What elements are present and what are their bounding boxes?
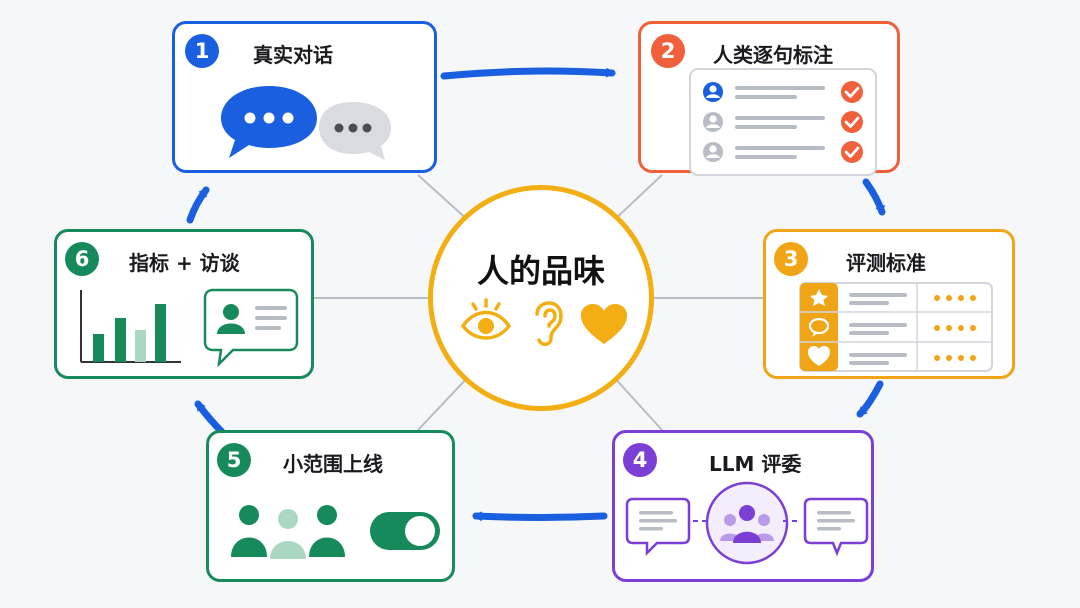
bar-chart-icon bbox=[80, 290, 181, 363]
arrow-2-to-3 bbox=[862, 178, 886, 216]
flow-arrows bbox=[186, 67, 886, 522]
arrow-3-to-4 bbox=[856, 380, 884, 418]
arrow-6-to-1 bbox=[186, 186, 210, 224]
message-icon bbox=[625, 497, 691, 557]
ear-icon bbox=[535, 301, 563, 346]
step-number-badge: 1 bbox=[185, 34, 219, 68]
annotation-row-2 bbox=[703, 111, 863, 133]
annotation-row-3 bbox=[703, 141, 863, 163]
speech-icon bbox=[808, 317, 830, 337]
toggle-icon bbox=[370, 512, 440, 550]
criteria-table bbox=[799, 282, 993, 372]
spoke-line-1 bbox=[417, 174, 471, 223]
people-icon bbox=[231, 505, 345, 559]
heart-icon bbox=[581, 304, 627, 344]
step-title: LLM 评委 bbox=[709, 452, 802, 476]
spoke-lines bbox=[312, 174, 765, 431]
group-icon bbox=[720, 505, 774, 543]
star-icon bbox=[810, 289, 828, 306]
center-title: 人的品味 bbox=[476, 252, 605, 290]
arrow-1-to-2 bbox=[440, 67, 616, 80]
step-number-badge: 3 bbox=[774, 242, 808, 276]
llm-judge-illustration bbox=[625, 481, 869, 565]
message-icon-right bbox=[803, 497, 869, 557]
spoke-line-2 bbox=[611, 174, 663, 223]
step-title: 人类逐句标注 bbox=[713, 43, 833, 67]
chat-bubble-gray-icon bbox=[319, 102, 391, 160]
step-card-6: 6 指标 + 访谈 bbox=[54, 229, 314, 379]
step-title: 指标 + 访谈 bbox=[129, 251, 240, 275]
step-title: 小范围上线 bbox=[283, 452, 383, 476]
eye-icon bbox=[460, 298, 512, 340]
step-card-5: 5 小范围上线 bbox=[206, 430, 455, 582]
annotation-list bbox=[689, 68, 877, 176]
step-title: 评测标准 bbox=[846, 251, 926, 275]
step-number-badge: 4 bbox=[623, 443, 657, 477]
step-card-4: 4 LLM 评委 bbox=[612, 430, 874, 582]
chat-bubble-blue-icon bbox=[221, 86, 317, 158]
profile-card-icon bbox=[203, 288, 299, 368]
spoke-line-5 bbox=[417, 374, 471, 431]
arrow-4-to-5 bbox=[472, 511, 608, 522]
step-card-2: 2 人类逐句标注 bbox=[638, 21, 900, 176]
spoke-line-4 bbox=[611, 374, 663, 431]
heart-icon bbox=[808, 346, 830, 366]
step-card-1: 1 真实对话 bbox=[172, 21, 437, 173]
step-number-badge: 5 bbox=[217, 443, 251, 477]
step-number-badge: 2 bbox=[651, 34, 685, 68]
step-title: 真实对话 bbox=[253, 43, 333, 67]
center-circle: 人的品味 bbox=[428, 185, 654, 411]
arrow-5-to-6 bbox=[194, 400, 226, 436]
annotation-row-1 bbox=[703, 81, 863, 103]
step-number-badge: 6 bbox=[65, 242, 99, 276]
step-card-3: 3 评测标准 bbox=[763, 229, 1015, 379]
